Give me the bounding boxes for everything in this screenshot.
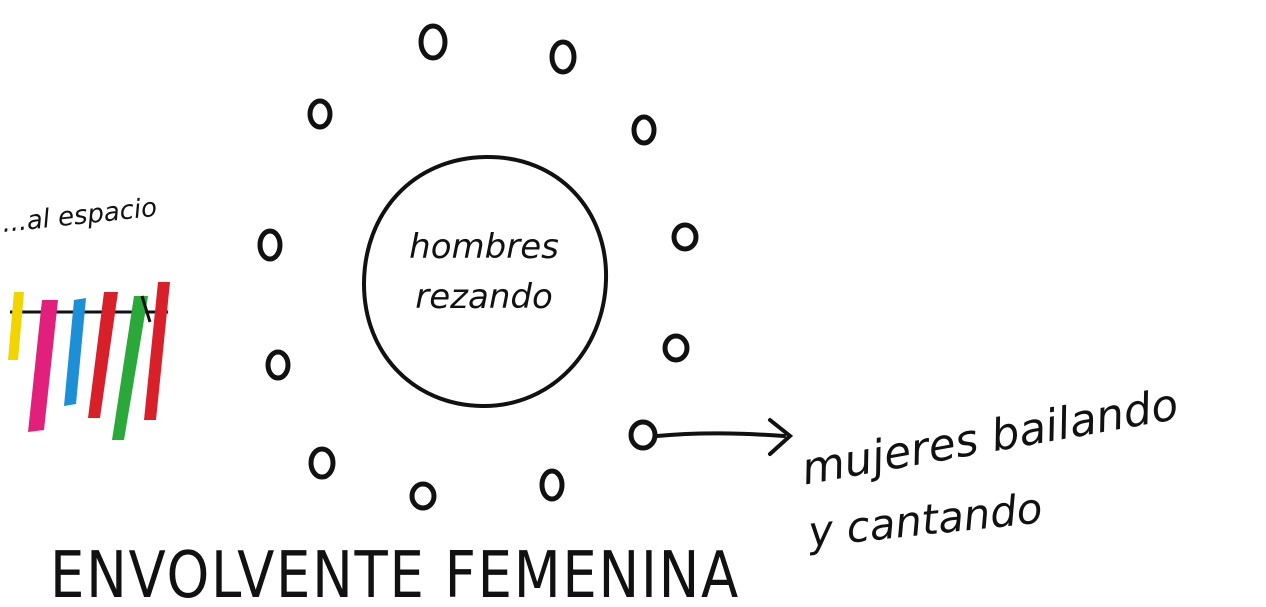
ring-circle-7 — [268, 352, 288, 378]
stripe-green — [112, 296, 148, 440]
pointer-arrow — [657, 420, 790, 454]
ring-circle-8 — [665, 336, 687, 360]
ring-circle-9 — [311, 449, 333, 477]
ring-circle-10 — [631, 422, 655, 448]
stripe-yellow — [8, 292, 24, 360]
stripe-red-2 — [144, 282, 170, 420]
diagram-title: ENVOLVENTE FEMENINA — [50, 539, 740, 607]
center-label-line2: rezando — [415, 277, 553, 317]
arrow-label-line1: mujeres bailando — [798, 379, 1182, 495]
ring-circle-1 — [421, 26, 445, 58]
ring-circle-6 — [674, 225, 696, 249]
center-label-line1: hombres — [409, 227, 559, 267]
ring-circle-12 — [542, 471, 562, 499]
ring-circle-5 — [260, 231, 280, 259]
stripe-blue — [64, 298, 86, 406]
ring-circle-2 — [552, 42, 574, 72]
side-note: ...al espacio — [1, 193, 159, 239]
center-circle: hombres rezando — [364, 157, 606, 406]
ring-circle-11 — [412, 484, 434, 508]
ring-circle-3 — [310, 101, 330, 127]
color-stripes — [8, 282, 170, 440]
stripe-pink — [28, 300, 58, 432]
women-ring — [260, 26, 696, 508]
ring-circle-4 — [634, 117, 654, 143]
arrow-label-line2: y cantando — [804, 483, 1045, 556]
